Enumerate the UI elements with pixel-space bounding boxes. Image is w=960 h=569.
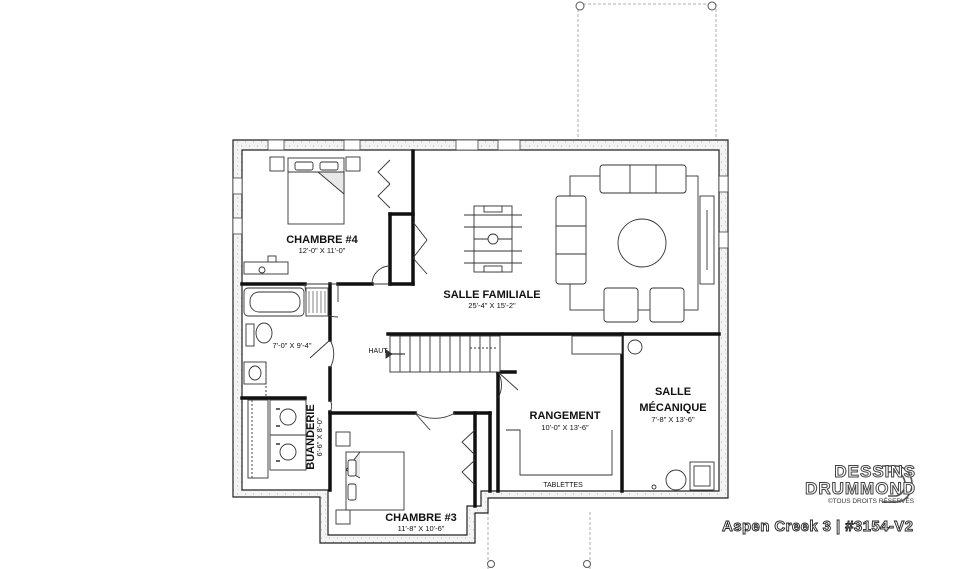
staircase: [385, 335, 501, 373]
room-name-salle-familiale: SALLE FAMILIALE: [443, 289, 540, 301]
room-name-salle-mecanique-line1: SALLE: [655, 386, 691, 398]
interior-walls: [240, 149, 721, 508]
brand-block: DESSINS DRUMMOND ©TOUS DROITS RÉSERVÉS: [805, 462, 916, 506]
foosball-table: [464, 205, 522, 273]
room-dims-chambre3: 11'-8" X 10'-6": [398, 524, 445, 533]
room-dims-buanderie: 6'-6" X 8'-0": [315, 417, 324, 456]
foundation-wall: [232, 139, 729, 544]
window-marks: [232, 139, 729, 249]
living-furniture: [555, 164, 715, 323]
stairs-label: HAUT: [368, 348, 388, 355]
room-dims-salle-familiale: 25'-4" X 15'-2": [468, 301, 516, 310]
post-marker: [487, 560, 495, 568]
room-dims-salle-mecanique: 7'-8" X 13'-6": [651, 415, 695, 424]
bed-chambre4: [269, 156, 361, 225]
laundry-fixtures: [247, 399, 307, 479]
brand-logo-mark: [882, 465, 913, 503]
brand-name-line1: DESSINS: [834, 462, 916, 481]
desk: [243, 255, 289, 275]
room-dims-rangement: 10'-0" X 13'-6": [541, 423, 589, 432]
brand-name-line2: DRUMMOND: [805, 479, 916, 498]
bathroom-fixtures: [243, 287, 329, 398]
brand-rights: ©TOUS DROITS RÉSERVÉS: [827, 498, 914, 505]
mechanical-equipment: [627, 339, 715, 491]
plan-caption: Aspen Creek 3 | #3154-V2: [722, 518, 914, 536]
bed-chambre3: [335, 431, 405, 525]
post-marker: [707, 1, 717, 11]
room-name-rangement: RANGEMENT: [530, 410, 601, 422]
room-name-chambre3: CHAMBRE #3: [385, 512, 457, 524]
shelves-label: TABLETTES: [543, 482, 583, 489]
room-name-buanderie: BUANDERIE: [305, 404, 317, 469]
storage-shelves: [506, 335, 623, 476]
room-dims-bathroom: 7'-0" X 9'-4": [272, 341, 311, 350]
room-name-chambre4: CHAMBRE #4: [286, 234, 358, 246]
post-marker: [575, 1, 585, 11]
room-name-salle-mecanique-line2: MÉCANIQUE: [639, 401, 706, 414]
exterior-dashed-outline: [487, 3, 717, 569]
room-dims-chambre4: 12'-0" X 11'-0": [299, 246, 346, 255]
post-marker: [583, 560, 591, 568]
